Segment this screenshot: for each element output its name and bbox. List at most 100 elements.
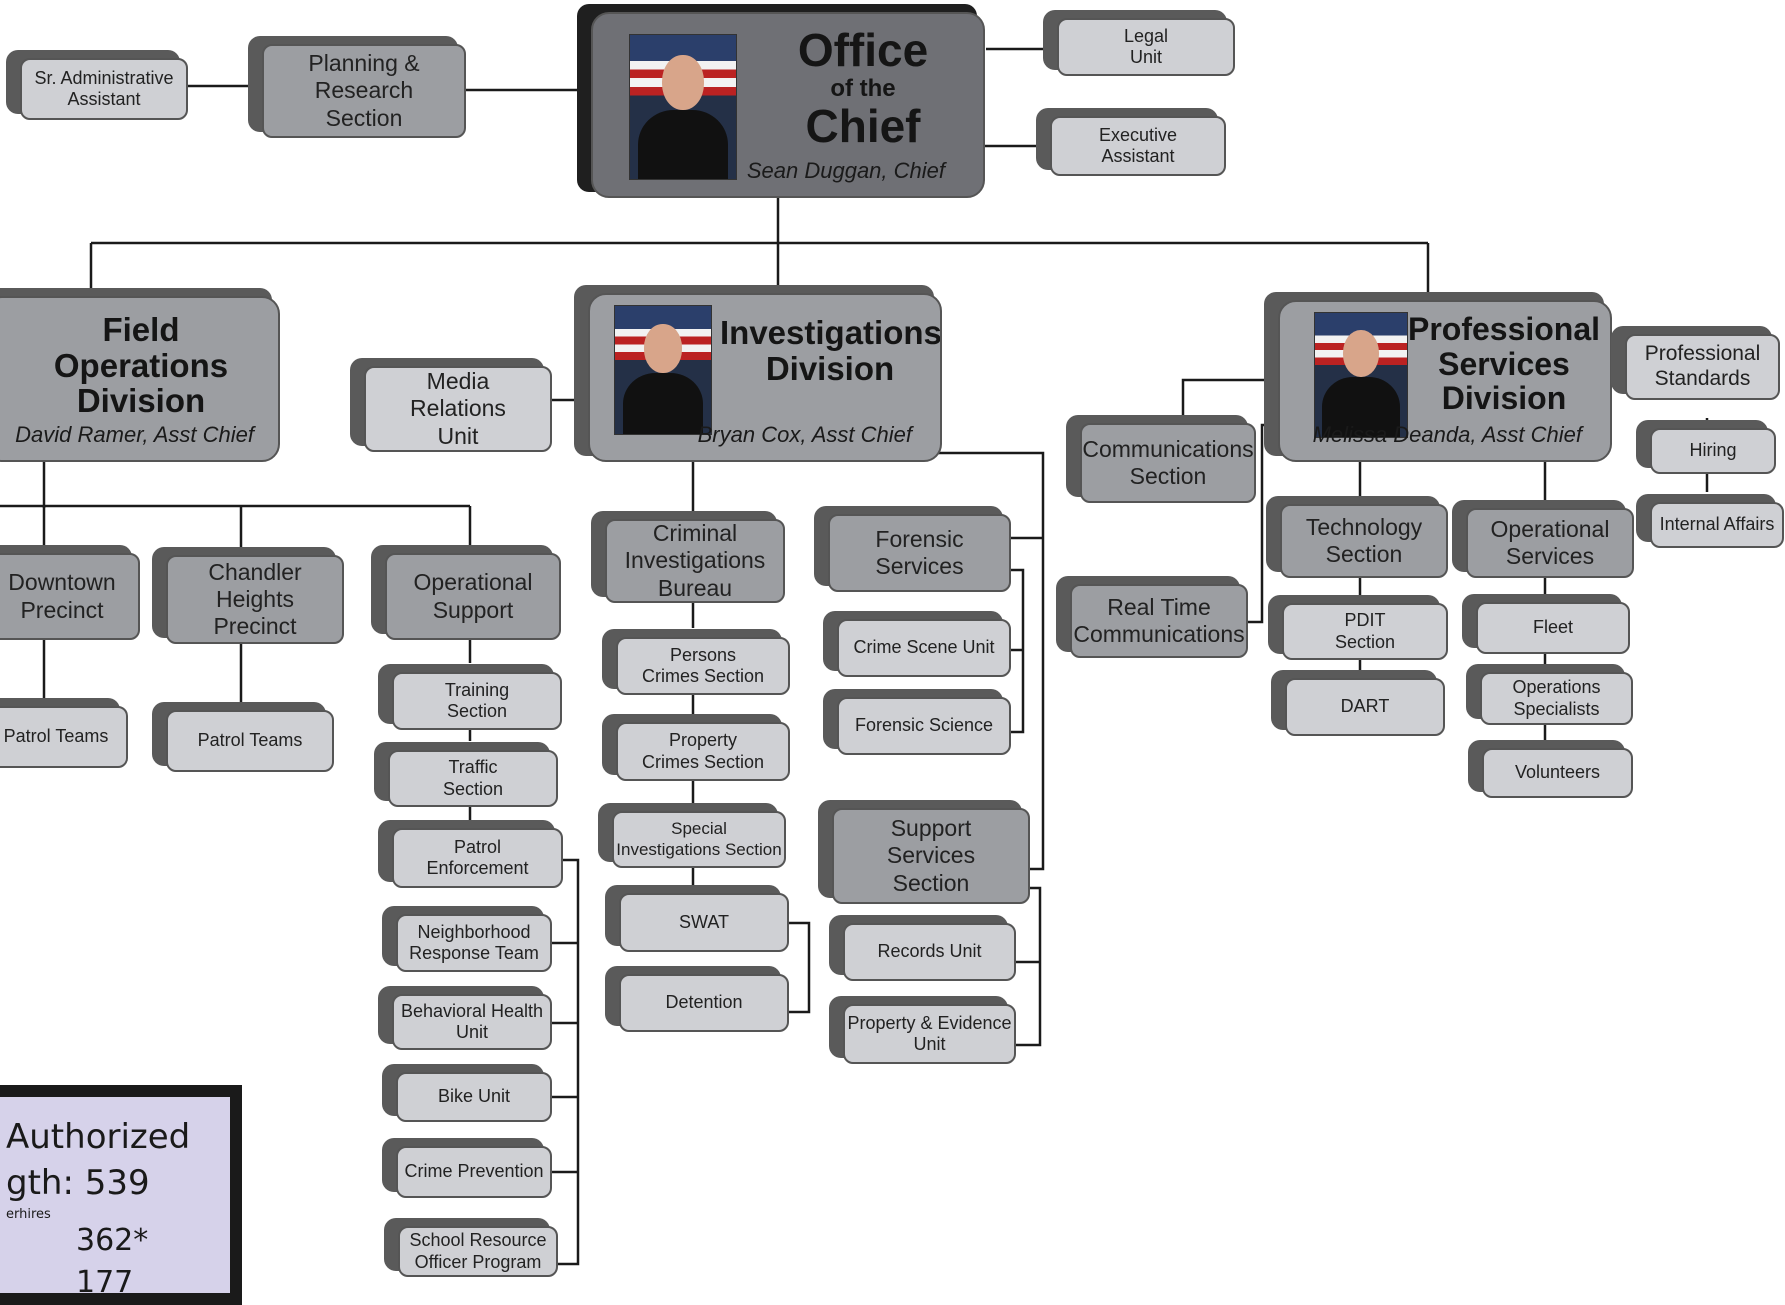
communications-section-label: Communications Section <box>1082 435 1254 489</box>
fleet-box[interactable]: Fleet <box>1462 594 1630 654</box>
authorized-strength-panel: Authorized gth: 539 erhires 362* 177 <box>0 1085 242 1305</box>
investigations-title: Investigations Division <box>720 314 942 387</box>
criminal-investigations-bureau-label: Criminal Investigations Bureau <box>624 520 766 601</box>
strength-value-1: 362* <box>76 1223 149 1258</box>
patrol-teams-downtown-label: Patrol Teams <box>3 726 109 747</box>
sr-admin-assistant-box[interactable]: Sr. Administrative Assistant <box>6 50 188 120</box>
real-time-communications-label: Real Time Communications <box>1073 593 1245 647</box>
forensic-science-box[interactable]: Forensic Science <box>823 689 1011 755</box>
patrol-teams-chandler-box[interactable]: Patrol Teams <box>152 702 334 772</box>
communications-section-box[interactable]: Communications Section <box>1066 415 1256 503</box>
legal-unit-label: Legal Unit <box>1123 25 1169 67</box>
real-time-communications-box[interactable]: Real Time Communications <box>1056 576 1248 658</box>
downtown-precinct-label: Downtown Precinct <box>8 569 116 623</box>
investigations-photo <box>614 305 712 435</box>
strength-value-2: 177 <box>76 1265 134 1300</box>
support-services-section-label: Support Services Section <box>886 815 976 896</box>
technology-section-label: Technology Section <box>1305 513 1423 567</box>
special-investigations-box[interactable]: Special Investigations Section <box>598 803 786 868</box>
professional-standards-box[interactable]: Professional Standards <box>1611 326 1780 400</box>
crime-scene-unit-label: Crime Scene Unit <box>853 637 995 658</box>
executive-assistant-box[interactable]: Executive Assistant <box>1036 108 1226 176</box>
behavioral-health-unit-box[interactable]: Behavioral Health Unit <box>378 986 552 1050</box>
traffic-section-label: Traffic Section <box>442 757 504 799</box>
media-relations-box[interactable]: Media Relations Unit <box>350 358 552 452</box>
patrol-enforcement-label: Patrol Enforcement <box>426 836 529 878</box>
operations-specialists-label: Operations Specialists <box>1512 677 1601 719</box>
hiring-box[interactable]: Hiring <box>1636 420 1776 474</box>
patrol-teams-downtown-box[interactable]: Patrol Teams <box>0 698 128 768</box>
internal-affairs-label: Internal Affairs <box>1659 514 1775 535</box>
neighborhood-response-team-box[interactable]: Neighborhood Response Team <box>382 906 552 972</box>
property-evidence-unit-label: Property & Evidence Unit <box>847 1012 1012 1054</box>
volunteers-box[interactable]: Volunteers <box>1468 740 1633 798</box>
crime-scene-unit-box[interactable]: Crime Scene Unit <box>823 611 1011 677</box>
criminal-investigations-bureau-box[interactable]: Criminal Investigations Bureau <box>591 511 785 603</box>
swat-box[interactable]: SWAT <box>605 885 789 952</box>
traffic-section-box[interactable]: Traffic Section <box>374 742 558 807</box>
property-crimes-label: Property Crimes Section <box>641 730 765 772</box>
bike-unit-box[interactable]: Bike Unit <box>382 1064 552 1122</box>
persons-crimes-box[interactable]: Persons Crimes Section <box>602 629 790 695</box>
field-ops-person: David Ramer, Asst Chief <box>15 422 254 448</box>
training-section-box[interactable]: Training Section <box>378 664 562 730</box>
crime-prevention-box[interactable]: Crime Prevention <box>382 1138 552 1198</box>
planning-research-label: Planning & Research Section <box>308 50 420 131</box>
professional-services-photo <box>1314 312 1408 438</box>
office-of-chief-box[interactable]: Office of the Chief Sean Duggan, Chief <box>577 4 985 198</box>
executive-assistant-label: Executive Assistant <box>1098 124 1178 166</box>
records-unit-label: Records Unit <box>877 941 982 962</box>
fleet-label: Fleet <box>1532 617 1574 638</box>
pdit-section-label: PDIT Section <box>1334 610 1396 652</box>
behavioral-health-unit-label: Behavioral Health Unit <box>400 1000 544 1042</box>
planning-research-box[interactable]: Planning & Research Section <box>248 36 466 138</box>
professional-services-division-box[interactable]: Professional Services Division Melissa D… <box>1264 292 1612 462</box>
persons-crimes-label: Persons Crimes Section <box>641 644 765 686</box>
sr-admin-assistant-label: Sr. Administrative Assistant <box>34 67 174 109</box>
strength-footnote: erhires <box>6 1207 51 1222</box>
swat-label: SWAT <box>679 911 729 932</box>
operational-support-box[interactable]: Operational Support <box>371 545 561 640</box>
operations-specialists-box[interactable]: Operations Specialists <box>1466 664 1633 725</box>
forensic-services-label: Forensic Services <box>875 525 964 579</box>
chandler-heights-precinct-label: Chandler Heights Precinct <box>208 558 302 640</box>
property-evidence-unit-box[interactable]: Property & Evidence Unit <box>829 996 1016 1064</box>
office-title-top: Office <box>797 24 929 76</box>
technology-section-box[interactable]: Technology Section <box>1266 496 1448 578</box>
strength-heading: Authorized <box>6 1117 191 1157</box>
operational-services-box[interactable]: Operational Services <box>1452 500 1634 578</box>
dart-label: DART <box>1340 696 1390 717</box>
neighborhood-response-team-label: Neighborhood Response Team <box>409 921 539 963</box>
dart-box[interactable]: DART <box>1271 670 1445 736</box>
field-operations-division-box[interactable]: Field Operations Division David Ramer, A… <box>0 288 280 462</box>
legal-unit-box[interactable]: Legal Unit <box>1043 10 1235 76</box>
detention-box[interactable]: Detention <box>605 966 789 1032</box>
school-resource-officer-box[interactable]: School Resource Officer Program <box>384 1218 558 1277</box>
forensic-services-box[interactable]: Forensic Services <box>814 506 1011 592</box>
investigations-division-box[interactable]: Investigations Division Bryan Cox, Asst … <box>574 285 942 462</box>
professional-services-person: Melissa Deanda, Asst Chief <box>1312 422 1582 448</box>
operational-services-label: Operational Services <box>1490 515 1610 569</box>
detention-label: Detention <box>665 992 743 1013</box>
internal-affairs-box[interactable]: Internal Affairs <box>1636 494 1784 548</box>
chandler-heights-precinct-box[interactable]: Chandler Heights Precinct <box>152 547 344 644</box>
patrol-enforcement-box[interactable]: Patrol Enforcement <box>378 820 563 888</box>
downtown-precinct-box[interactable]: Downtown Precinct <box>0 545 140 640</box>
hiring-label: Hiring <box>1689 440 1737 461</box>
bike-unit-label: Bike Unit <box>437 1086 511 1107</box>
chief-photo <box>629 34 737 180</box>
records-unit-box[interactable]: Records Unit <box>829 915 1016 981</box>
office-title-bottom: Chief <box>805 99 921 152</box>
investigations-person: Bryan Cox, Asst Chief <box>697 422 912 448</box>
crime-prevention-label: Crime Prevention <box>404 1161 544 1182</box>
professional-standards-label: Professional Standards <box>1644 342 1761 390</box>
support-services-section-box[interactable]: Support Services Section <box>818 800 1030 904</box>
pdit-section-box[interactable]: PDIT Section <box>1268 595 1448 660</box>
operational-support-label: Operational Support <box>413 569 533 623</box>
field-ops-title: Field Operations Division <box>53 311 229 420</box>
volunteers-label: Volunteers <box>1514 762 1601 783</box>
patrol-teams-chandler-label: Patrol Teams <box>197 730 303 751</box>
property-crimes-box[interactable]: Property Crimes Section <box>602 714 790 781</box>
school-resource-officer-label: School Resource Officer Program <box>409 1230 547 1272</box>
special-investigations-label: Special Investigations Section <box>616 819 782 859</box>
